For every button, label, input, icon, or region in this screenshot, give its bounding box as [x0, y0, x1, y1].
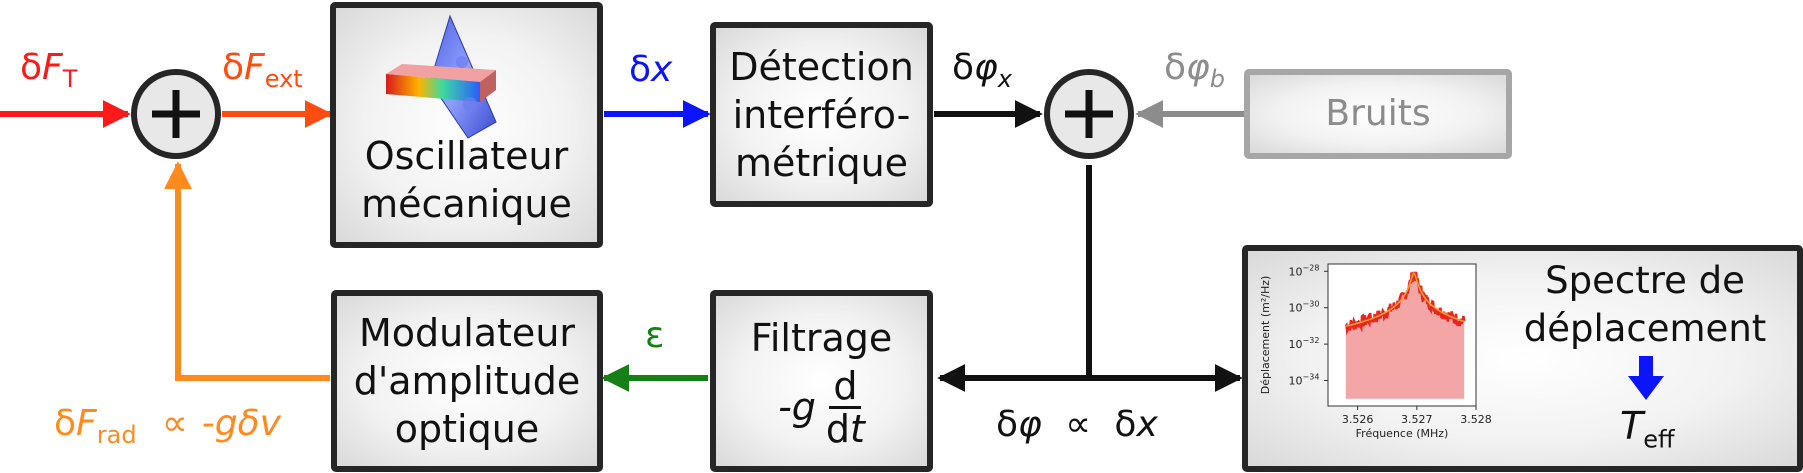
inset-x-tick-label: 3.526 — [1342, 413, 1374, 426]
oscillator-membrane-picture — [386, 14, 497, 139]
inset-y-tick-label: 10−34 — [1289, 373, 1320, 388]
derivative-numerator: d — [829, 366, 862, 409]
modulator-block: Modulateur d'amplitude optique — [331, 290, 603, 472]
label-phase-x: δφx — [952, 47, 1012, 94]
label-phase-proportional: δφ ∝ δx — [996, 404, 1158, 445]
filter-derivative: d dt — [826, 366, 865, 449]
detection-line-1: Détection — [729, 44, 914, 89]
inset-x-axis-label: Fréquence (MHz) — [1356, 427, 1449, 440]
oscillator-line-2: mécanique — [361, 182, 572, 226]
arrow-radiation-force — [164, 161, 330, 381]
derivative-denominator: dt — [825, 406, 865, 451]
oscillator-line-1: Oscillateur — [364, 134, 569, 178]
label-radiation-force: δFrad ∝-gδv — [54, 403, 281, 450]
spectrum-line-2: déplacement — [1523, 307, 1767, 350]
oscillator-block: Oscillateur mécanique — [330, 2, 603, 248]
noise-label: Bruits — [1325, 93, 1431, 134]
inset-x-tick-label: 3.528 — [1460, 413, 1492, 426]
teff-down-arrow-icon — [1628, 356, 1664, 400]
inset-y-tick-label: 10−28 — [1289, 263, 1320, 278]
label-epsilon: ε — [645, 315, 665, 356]
inset-y-tick-label: 10−30 — [1289, 300, 1320, 315]
detection-block: Détection interféro- métrique — [710, 22, 933, 207]
detection-line-2: interféro- — [732, 92, 911, 137]
sum-junction-force — [131, 69, 221, 159]
inset-y-tick-label: 10−32 — [1289, 336, 1320, 351]
inset-spectrum-fill — [1345, 271, 1465, 399]
label-ext-force: δFext — [222, 47, 303, 94]
filter-title: Filtrage — [750, 315, 893, 360]
inset-x-tick-label: 3.527 — [1401, 413, 1433, 426]
spectrum-title: Spectre de déplacement — [1510, 257, 1780, 353]
spectrum-line-1: Spectre de — [1545, 259, 1745, 302]
modulator-line-1: Modulateur — [358, 311, 576, 355]
modulator-line-3: optique — [394, 407, 540, 451]
label-phase-noise: δφb — [1164, 47, 1226, 94]
label-t-eff: Teff — [1620, 404, 1675, 454]
label-thermal-force: δFT — [20, 47, 78, 94]
detection-line-3: métrique — [734, 140, 909, 185]
noise-block: Bruits — [1244, 69, 1512, 159]
inset-y-axis-label: Déplacement (m²/Hz) — [1259, 276, 1272, 395]
label-displacement: δx — [629, 49, 673, 90]
sum-junction-phase — [1044, 69, 1134, 159]
inset-spectrum-fit — [1345, 272, 1465, 327]
modulator-line-2: d'amplitude — [353, 359, 581, 403]
filter-block: Filtrage -g d dt — [710, 290, 933, 472]
filter-gain: -g — [778, 385, 816, 429]
filter-formula: -g d dt — [778, 366, 865, 449]
